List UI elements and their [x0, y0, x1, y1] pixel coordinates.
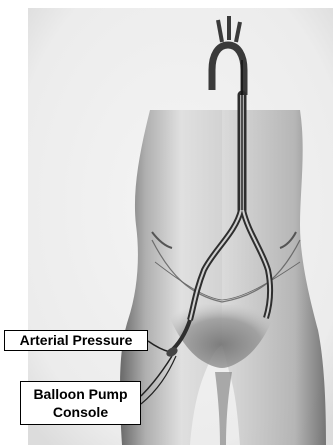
balloon-pump-label-line2: Console: [21, 403, 140, 421]
balloon-pump-console-label: Balloon Pump Console: [20, 381, 141, 425]
arterial-pressure-label: Arterial Pressure: [4, 330, 148, 351]
balloon-pump-label-line1: Balloon Pump: [21, 385, 140, 403]
